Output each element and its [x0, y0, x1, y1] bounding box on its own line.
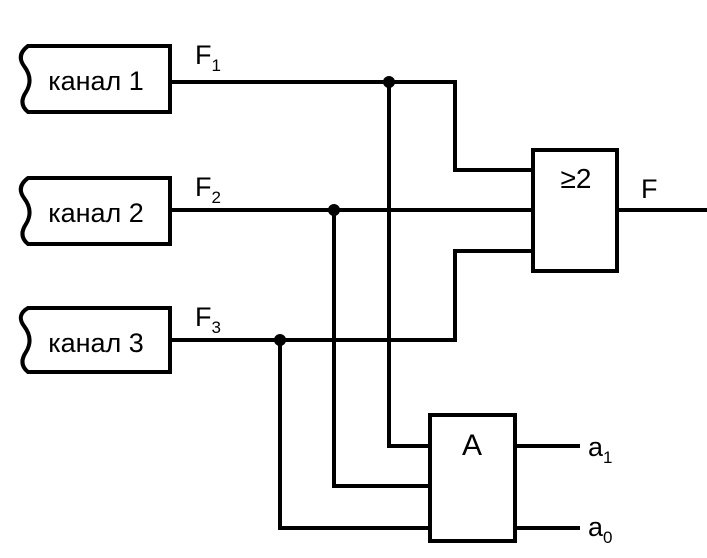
signal-f2-label: F2: [195, 172, 221, 207]
wire-f2-branch: [332, 208, 432, 488]
output-a0-label: a0: [588, 512, 613, 547]
junction-f3: [274, 334, 286, 346]
wire-f1: [168, 80, 535, 172]
wire-f1-branch: [387, 80, 432, 448]
wire-f3-branch: [278, 338, 432, 530]
channel-1-label: канал 1: [48, 66, 144, 96]
channel-2-label: канал 2: [48, 198, 144, 228]
gate-output-label: F: [641, 174, 658, 204]
analyzer-block: A: [428, 413, 517, 543]
wire-f3: [168, 249, 535, 342]
majority-gate: ≥2: [531, 148, 619, 273]
channel-3-label: канал 3: [48, 328, 144, 358]
channel-3-block: канал 3: [18, 306, 172, 374]
channel-2-block: канал 2: [18, 176, 172, 246]
signal-f3-label: F3: [195, 302, 221, 337]
majority-gate-label: ≥2: [561, 163, 592, 194]
signal-f1-label: F1: [195, 40, 221, 75]
wires: [168, 80, 707, 530]
output-a1-label: a1: [588, 432, 613, 467]
channel-1-block: канал 1: [18, 44, 172, 114]
analyzer-label: A: [462, 429, 482, 462]
junction-f2: [328, 204, 340, 216]
junction-f1: [383, 76, 395, 88]
